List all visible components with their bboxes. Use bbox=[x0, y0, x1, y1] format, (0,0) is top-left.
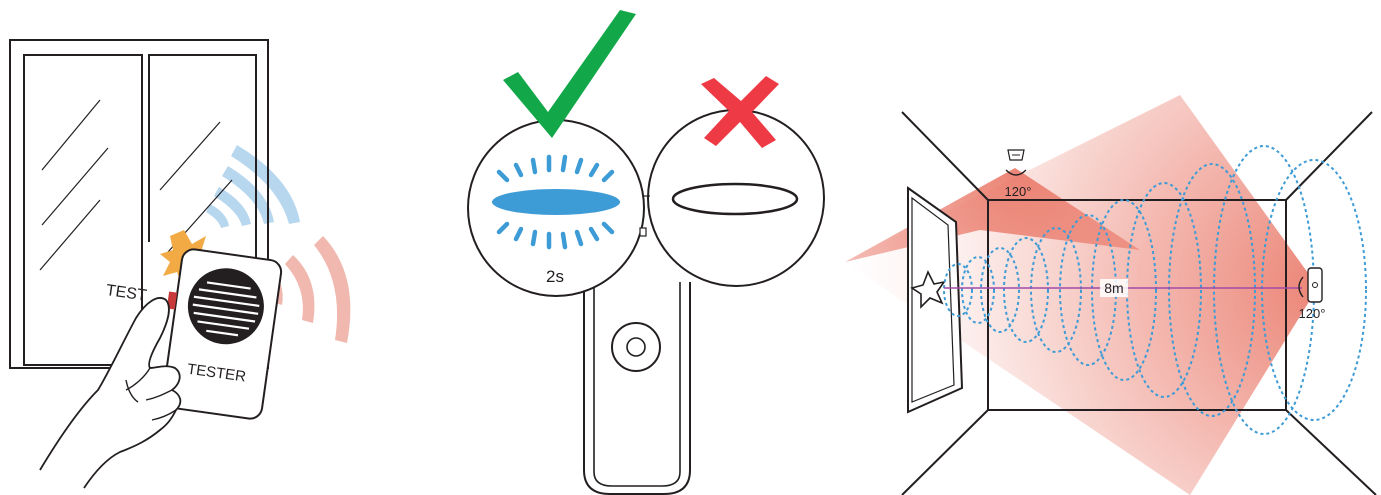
ceiling-angle-label: 120° bbox=[1005, 184, 1032, 199]
hand-outline bbox=[39, 297, 182, 489]
led-indicator-panel: 2s bbox=[467, 10, 825, 495]
device-body-inner bbox=[593, 282, 681, 487]
hand-finger-lines bbox=[125, 367, 177, 421]
device-body bbox=[583, 282, 691, 495]
connector-notch bbox=[639, 227, 647, 237]
device-button bbox=[611, 322, 661, 372]
led-on-indicator bbox=[492, 189, 620, 215]
wall-angle-label: 120° bbox=[1299, 306, 1326, 321]
window-test-panel: TESTER TEST bbox=[9, 39, 351, 489]
ceiling-sensor-icon bbox=[1005, 149, 1027, 176]
star-target-icon bbox=[910, 270, 946, 309]
duration-label: 2s bbox=[546, 267, 564, 286]
correct-check-icon bbox=[503, 10, 636, 138]
wall-detection-beam bbox=[845, 95, 1318, 495]
led-off-indicator bbox=[671, 182, 799, 216]
led-flash-rays bbox=[496, 154, 615, 250]
incorrect-cross-icon bbox=[701, 76, 779, 148]
room-outline bbox=[901, 111, 1377, 495]
blue-signal-waves bbox=[206, 145, 300, 228]
detection-range-panel: 8m 120° 120° bbox=[845, 95, 1377, 495]
test-label: TEST bbox=[105, 282, 148, 305]
wall-sensor-icon bbox=[1298, 267, 1323, 303]
tester-card: TESTER bbox=[161, 248, 283, 420]
distance-label: 8m bbox=[1104, 280, 1123, 296]
